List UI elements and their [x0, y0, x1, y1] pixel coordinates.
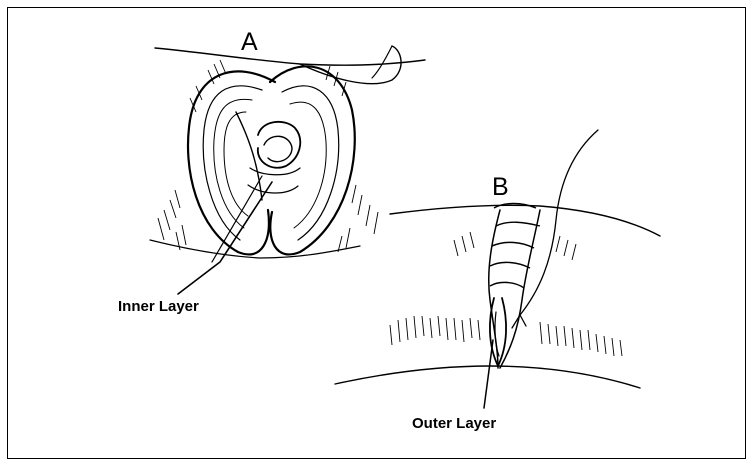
panel-a-drawing	[150, 46, 425, 294]
panel-a-label: A	[241, 28, 258, 56]
inner-layer-label: Inner Layer	[118, 298, 199, 315]
panel-b-label: B	[492, 173, 509, 201]
outer-layer-label: Outer Layer	[412, 415, 496, 432]
panel-b-drawing	[335, 130, 660, 408]
